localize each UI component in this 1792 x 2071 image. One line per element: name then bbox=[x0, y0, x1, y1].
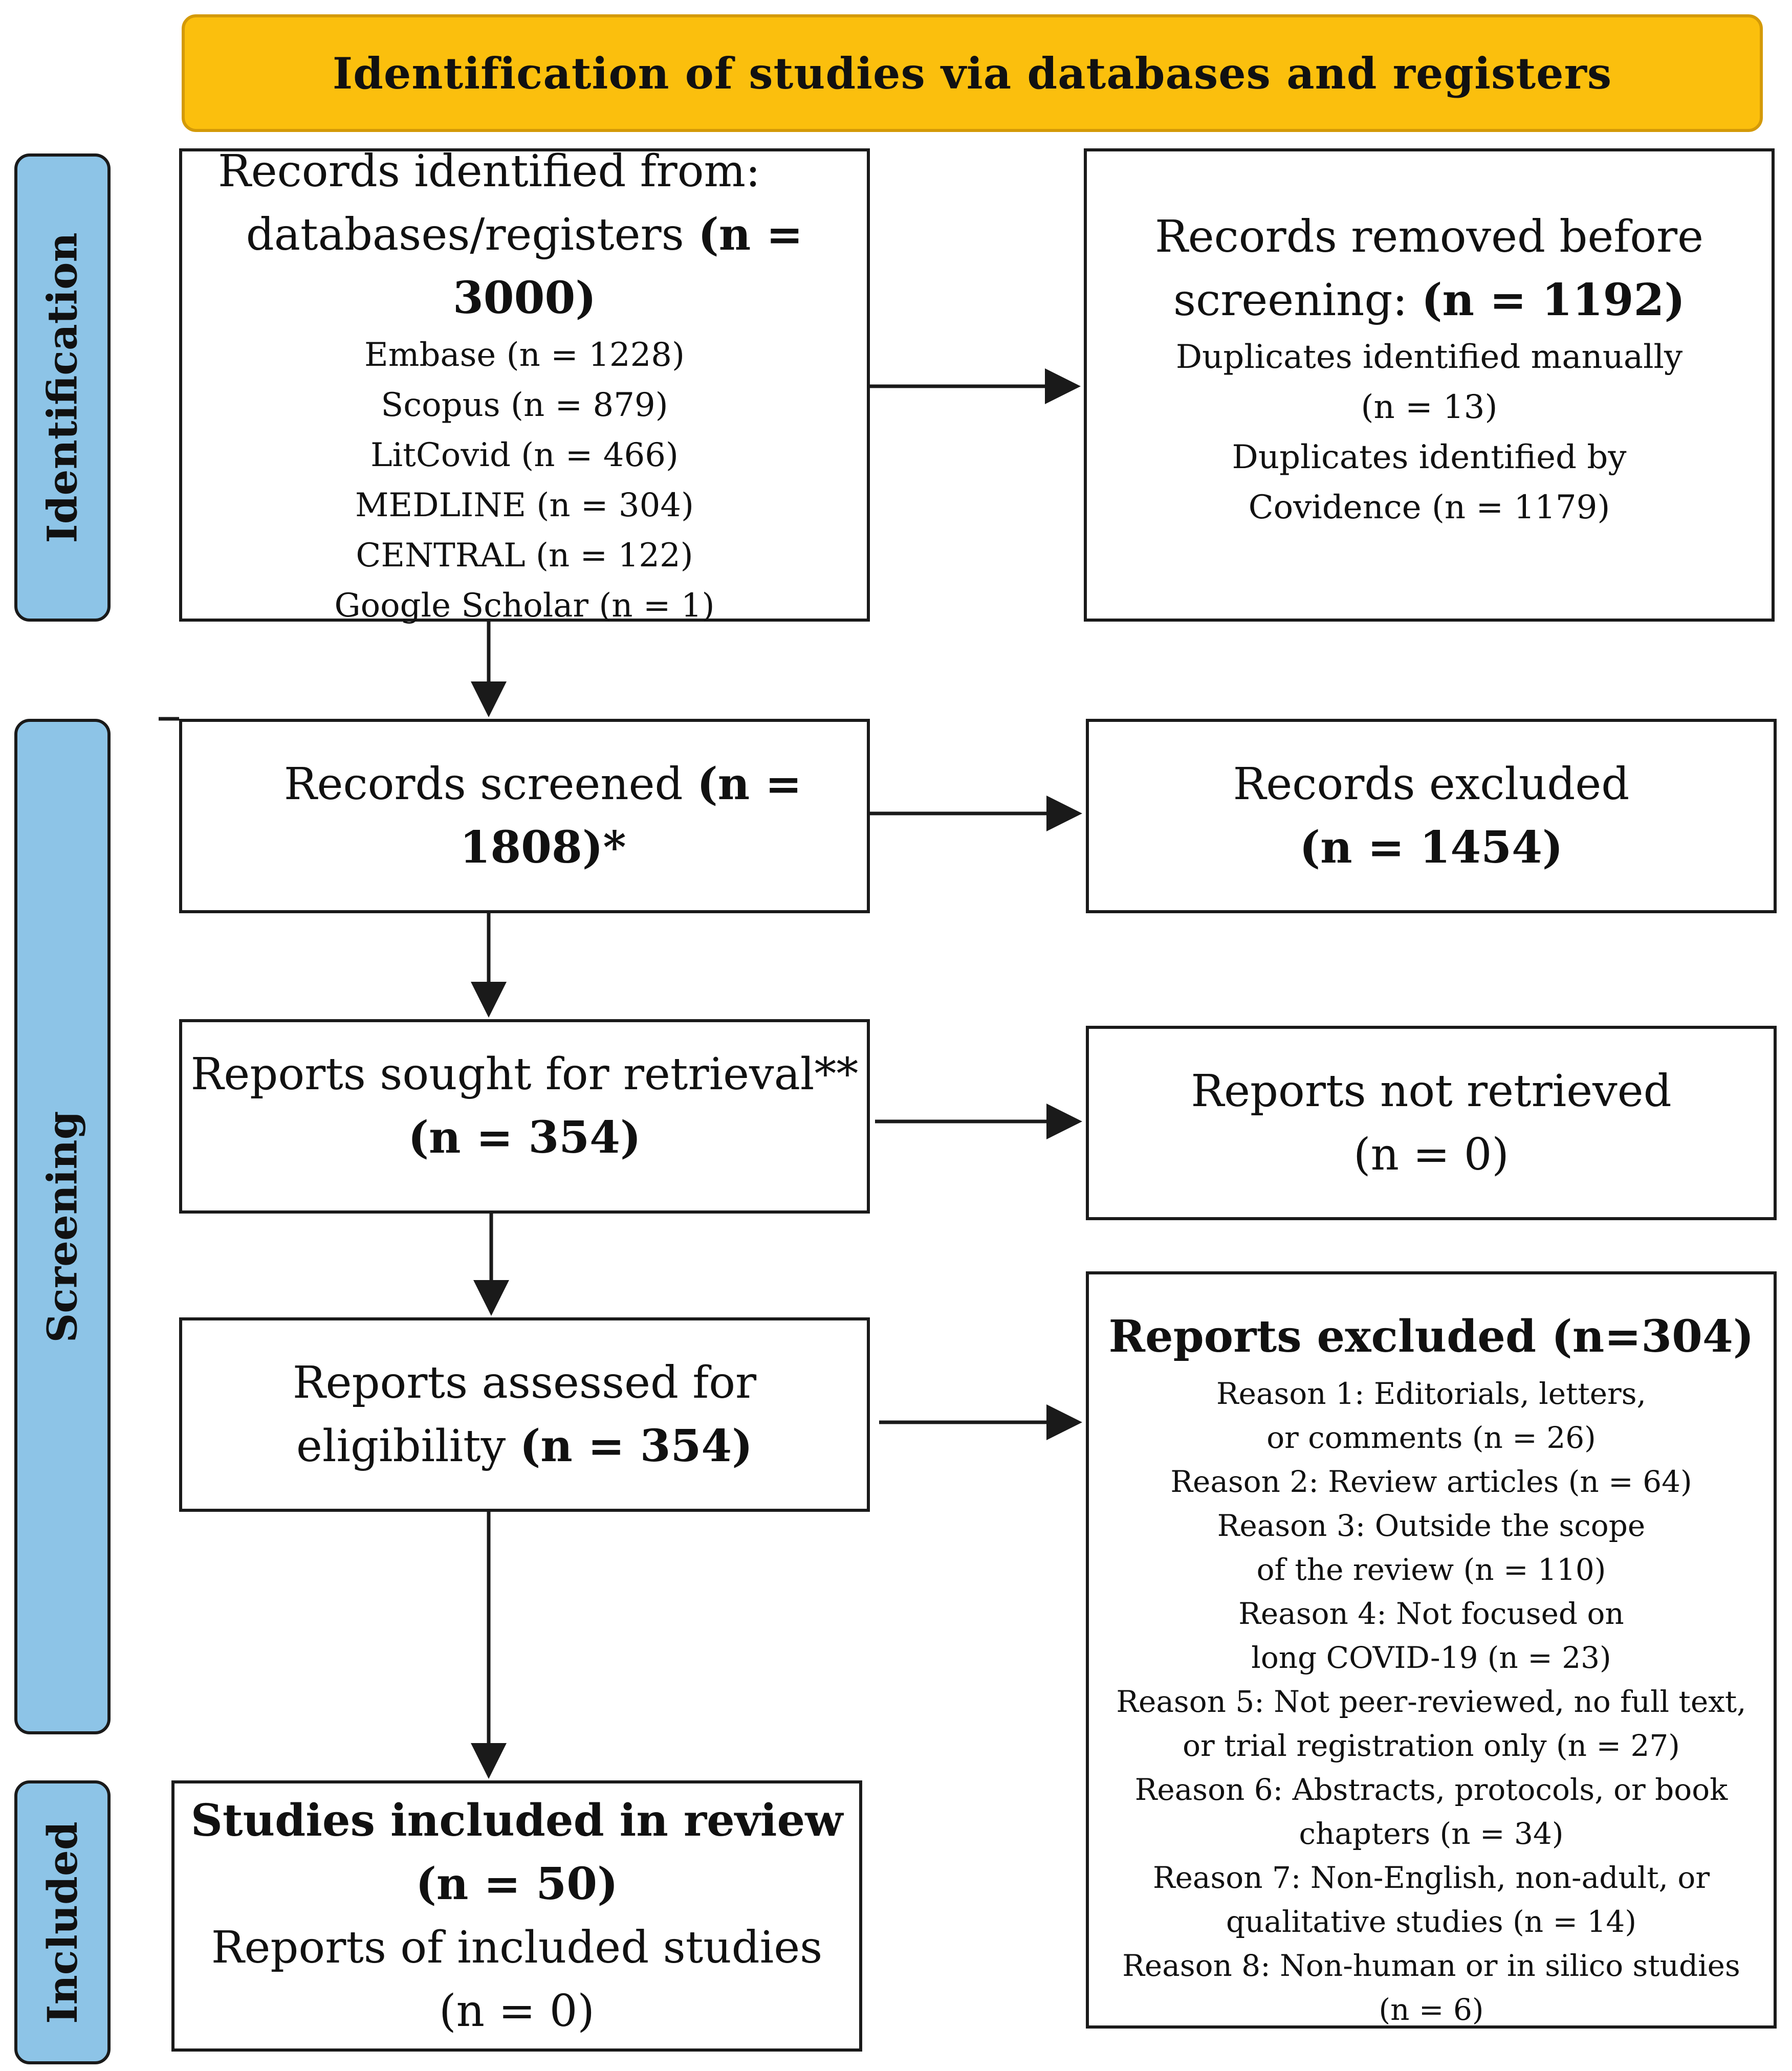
assessed-line2: eligibility bbox=[296, 1421, 506, 1472]
source-litcovid: LitCovid (n = 466) bbox=[370, 436, 679, 474]
removed-line1: Records removed before bbox=[1155, 211, 1703, 262]
header-title: Identification of studies via databases … bbox=[332, 48, 1612, 99]
reason-line: Reason 1: Editorials, letters, bbox=[1216, 1376, 1646, 1411]
included-line3: Reports of included studies bbox=[211, 1922, 823, 1973]
sought-label: Reports sought for retrieval** bbox=[190, 1049, 859, 1100]
sought-count: (n = 354) bbox=[408, 1112, 641, 1163]
source-embase: Embase (n = 1228) bbox=[364, 336, 685, 374]
records-screened-box: Records screened (n = 1808)* bbox=[179, 719, 870, 913]
source-scopus: Scopus (n = 879) bbox=[381, 386, 668, 424]
reason-line: qualitative studies (n = 14) bbox=[1226, 1904, 1636, 1939]
reason-line: long COVID-19 (n = 23) bbox=[1251, 1640, 1611, 1675]
source-central: CENTRAL (n = 122) bbox=[356, 536, 693, 575]
identified-line1: Records identified from: bbox=[218, 145, 761, 197]
studies-included-box: Studies included in review (n = 50) Repo… bbox=[171, 1780, 862, 2052]
identified-line2-row: databases/registers (n = 3000) bbox=[203, 203, 846, 330]
removed-line2-row: screening: (n = 1192) bbox=[1173, 269, 1685, 332]
included-line1: Studies included in review bbox=[190, 1795, 843, 1846]
not-retrieved-count: (n = 0) bbox=[1353, 1129, 1509, 1180]
excluded-label: Records excluded bbox=[1233, 759, 1630, 810]
screened-row: Records screened (n = 1808)* bbox=[219, 753, 867, 879]
phase-screening: Screening bbox=[14, 719, 111, 1734]
assessed-line2-row: eligibility (n = 354) bbox=[296, 1415, 753, 1478]
records-identified-box: Records identified from: databases/regis… bbox=[179, 146, 870, 625]
removed-line2: screening: bbox=[1173, 275, 1408, 326]
phase-identification: Identification bbox=[14, 153, 111, 622]
reason-line: Reason 6: Abstracts, protocols, or book bbox=[1134, 1772, 1728, 1807]
reason-line: Reason 4: Not focused on bbox=[1238, 1596, 1624, 1631]
removed-detail-4: Covidence (n = 1179) bbox=[1248, 489, 1610, 526]
removed-detail-3: Duplicates identified by bbox=[1232, 438, 1627, 476]
reason-line: Reason 3: Outside the scope bbox=[1217, 1508, 1646, 1543]
reason-line: chapters (n = 34) bbox=[1299, 1816, 1564, 1851]
removed-detail-2: (n = 13) bbox=[1361, 388, 1498, 426]
reason-line: Reason 5: Not peer-reviewed, no full tex… bbox=[1116, 1684, 1746, 1719]
header-banner: Identification of studies via databases … bbox=[182, 14, 1763, 132]
included-count: (n = 50) bbox=[416, 1858, 618, 1910]
excluded-count: (n = 1454) bbox=[1299, 822, 1563, 873]
reason-line: or trial registration only (n = 27) bbox=[1183, 1728, 1680, 1763]
source-google-scholar: Google Scholar (n = 1) bbox=[334, 586, 715, 625]
phase-included: Included bbox=[14, 1780, 111, 2064]
removed-detail-1: Duplicates identified manually bbox=[1175, 338, 1683, 376]
reports-not-retrieved-box: Reports not retrieved (n = 0) bbox=[1086, 1026, 1777, 1220]
screened-label: Records screened bbox=[283, 759, 683, 810]
source-medline: MEDLINE (n = 304) bbox=[355, 486, 694, 524]
reports-excluded-box: Reports excluded (n=304) Reason 1: Edito… bbox=[1086, 1271, 1777, 2029]
assessed-line1: Reports assessed for bbox=[292, 1357, 757, 1408]
reason-line: Reason 7: Non-English, non-adult, or bbox=[1152, 1860, 1710, 1895]
records-removed-box: Records removed before screening: (n = 1… bbox=[1084, 148, 1775, 622]
reports-sought-box: Reports sought for retrieval** (n = 354) bbox=[179, 1019, 870, 1214]
not-retrieved-label: Reports not retrieved bbox=[1191, 1066, 1672, 1117]
reason-line: (n = 6) bbox=[1379, 1992, 1484, 2027]
removed-count: (n = 1192) bbox=[1421, 274, 1686, 326]
reason-line: Reason 2: Review articles (n = 64) bbox=[1170, 1464, 1692, 1499]
records-excluded-box: Records excluded (n = 1454) bbox=[1086, 719, 1777, 913]
identified-line2: databases/registers bbox=[246, 209, 684, 260]
reports-assessed-box: Reports assessed for eligibility (n = 35… bbox=[179, 1317, 870, 1512]
included-line4: (n = 0) bbox=[439, 1986, 595, 2037]
reason-line: of the review (n = 110) bbox=[1256, 1552, 1606, 1587]
identified-count: (n = 3000) bbox=[452, 208, 803, 324]
reason-line: or comments (n = 26) bbox=[1266, 1420, 1596, 1455]
assessed-count: (n = 354) bbox=[519, 1420, 753, 1472]
reason-line: Reason 8: Non-human or in silico studies bbox=[1122, 1948, 1740, 1983]
reports-excluded-title: Reports excluded (n=304) bbox=[1108, 1311, 1754, 1362]
screened-count: (n = 1808)* bbox=[460, 758, 802, 873]
